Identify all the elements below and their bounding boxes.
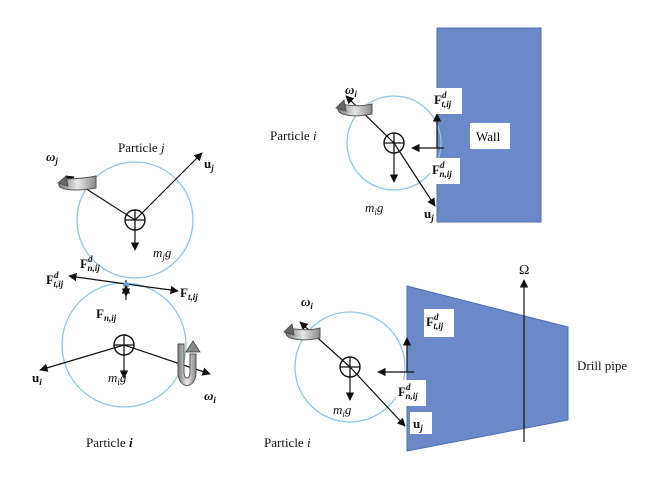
pipe-particle-label: Particle i bbox=[264, 435, 311, 450]
omega-i-label: ωi bbox=[204, 388, 216, 405]
pipe-particle-circle bbox=[294, 311, 406, 423]
u-j-label: uj bbox=[204, 156, 214, 173]
wall-omega-rotation-icon bbox=[335, 99, 373, 117]
u-j-arrow bbox=[134, 152, 203, 221]
omega-big-label: Ω bbox=[519, 263, 529, 278]
pipe-fd-t-label-box bbox=[424, 309, 454, 337]
drill-pipe-label: Drill pipe bbox=[577, 358, 627, 373]
omega-j-label: ωj bbox=[46, 149, 58, 166]
pipe-omega-rotation-icon bbox=[283, 323, 321, 341]
pipe-fd-n-label-box bbox=[396, 380, 426, 406]
wall-label-box bbox=[470, 123, 510, 149]
mjg-label: mjg bbox=[153, 245, 172, 262]
wall-particle-label: Particle i bbox=[270, 128, 317, 143]
wall-fd-t-label-box bbox=[432, 88, 462, 114]
u-i-label: ui bbox=[32, 370, 42, 387]
u-i-arrow bbox=[39, 344, 125, 372]
fd-t-ij-arrow bbox=[68, 272, 127, 285]
f-t-ij-label: Ft,ij bbox=[180, 285, 198, 302]
pipe-mig-label: mig bbox=[333, 402, 352, 419]
wall-u-j-arrow bbox=[393, 142, 436, 207]
wall-omega-label: ωi bbox=[345, 82, 357, 99]
pipe-u-j-arrow bbox=[349, 366, 406, 427]
pipe-omega-arrow bbox=[299, 321, 351, 368]
left-panel: Particle j Particle i uj ui ωj ωi mjg mi… bbox=[32, 140, 216, 450]
omega-i-rotation-icon bbox=[177, 340, 201, 386]
mig-label: mig bbox=[108, 370, 127, 387]
wall-particle-circle bbox=[346, 95, 442, 191]
f-t-ij-arrow bbox=[125, 283, 179, 295]
wall-mig-label: mig bbox=[365, 200, 384, 217]
pipe-u-j-label: uj bbox=[413, 416, 423, 433]
omega-j-rotation-icon bbox=[57, 175, 97, 191]
wall-label: Wall bbox=[476, 129, 501, 144]
wall-omega-arrow bbox=[345, 95, 395, 144]
particle-j-label: Particle j bbox=[118, 140, 165, 155]
wall-fd-n-label-box bbox=[430, 158, 460, 184]
particle-i-label: Particle i bbox=[86, 435, 133, 450]
pipe-omega-label: ωi bbox=[301, 294, 313, 311]
pipe-u-j-label-box bbox=[410, 412, 432, 434]
particle-j-circle bbox=[76, 161, 194, 279]
f-n-ij-label: Fn,ij bbox=[96, 306, 117, 323]
wall-u-j-label: uj bbox=[424, 206, 434, 223]
